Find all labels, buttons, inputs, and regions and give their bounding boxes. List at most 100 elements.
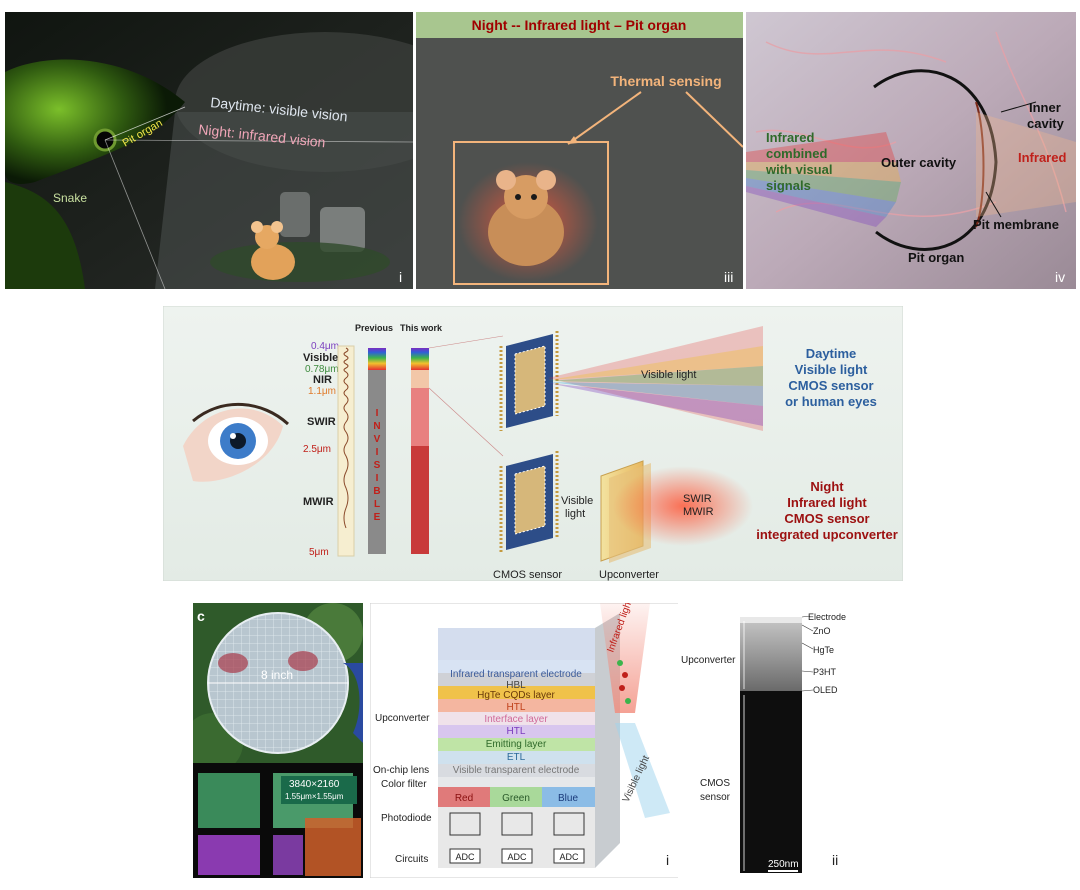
inner-cavity-line-2: cavity — [1027, 116, 1065, 131]
this-work-mwir-band — [411, 446, 429, 554]
panel-snake-vision: Daytime: visible vision Night: infrared … — [5, 12, 413, 289]
wavelength-5um: 5μm — [309, 547, 329, 558]
daytime-line-3: CMOS sensor — [788, 378, 873, 393]
color-filter-label: Color filter — [381, 779, 427, 790]
visible-light-small-1: Visible — [561, 495, 593, 507]
layer-hbl: HBL — [506, 680, 526, 691]
wavelength-0-4um: 0.4μm — [311, 341, 339, 352]
panel-thermal-sensing: Night -- Infrared light – Pit organ Ther… — [416, 12, 743, 289]
layer-etl: ETL — [507, 752, 526, 763]
snake-label: Snake — [53, 191, 87, 205]
daytime-line-4: or human eyes — [785, 394, 877, 409]
pit-cavity-outline — [873, 69, 998, 251]
swir-band-label: SWIR — [307, 416, 336, 428]
upconverter-label: Upconverter — [681, 655, 736, 666]
pit-membrane-label: Pit membrane — [973, 217, 1059, 232]
this-work-visible-band — [411, 348, 429, 370]
svg-text:I: I — [376, 473, 379, 484]
thermal-mouse — [488, 170, 564, 266]
adc-2 — [501, 848, 533, 864]
chip-tile-3 — [198, 835, 260, 875]
panel-wafer: 8 inch c 3840×2160 1.55μm×1.55μm — [193, 603, 363, 878]
infrared-combined-line-2: combined — [766, 146, 827, 161]
filter-blue — [542, 787, 595, 807]
layer-emitting: Emitting layer — [486, 739, 547, 750]
wavelength-1-1um: 1.1μm — [308, 386, 336, 397]
svg-text:V: V — [374, 434, 381, 445]
svg-text:E: E — [374, 512, 381, 523]
panel-device-stack: Infrared light Visible light Infrared tr… — [370, 603, 683, 878]
mwir-band-label: MWIR — [303, 496, 334, 508]
upconverter-label: Upconverter — [375, 713, 430, 724]
filter-red — [438, 787, 490, 807]
cmos-label-1: CMOS — [700, 778, 730, 789]
upconverter-label: Upconverter — [599, 569, 659, 581]
nir-band-label: NIR — [313, 374, 332, 386]
visible-beam — [615, 723, 670, 818]
photodiode-label: Photodiode — [381, 813, 432, 824]
glove — [343, 663, 363, 743]
p3ht-label: P3HT — [813, 667, 837, 677]
wavelength-0-78um: 0.78μm — [305, 364, 339, 375]
pit-organ-label: Pit organ — [908, 250, 964, 265]
panel-label-c: c — [197, 608, 205, 624]
chip-tile-1 — [198, 773, 260, 828]
night-line-1: Night — [810, 479, 844, 494]
svg-text:B: B — [373, 486, 380, 497]
swir-label: SWIR — [683, 493, 712, 505]
thermal-sensing-label: Thermal sensing — [610, 73, 721, 89]
thermal-arrow-right — [685, 91, 743, 148]
infrared-beam — [600, 603, 650, 713]
filter-red-label: Red — [455, 793, 473, 804]
this-work-nir-band — [411, 370, 429, 388]
panel-label-ii: ii — [832, 852, 838, 868]
night-line-4: integrated upconverter — [756, 527, 898, 542]
resolution-label: 3840×2160 — [289, 779, 340, 790]
adc-2-label: ADC — [507, 852, 527, 862]
daytime-line-2: Visible light — [795, 362, 868, 377]
mouse-illustration — [251, 221, 295, 280]
infrared-combined-line-3: with visual — [765, 162, 832, 177]
chip-tile-4 — [273, 835, 303, 875]
infrared-combined-line-1: Infrared — [766, 130, 814, 145]
thermal-arrow-left — [567, 91, 642, 145]
svg-text:S: S — [374, 460, 381, 471]
svg-text:L: L — [374, 499, 380, 510]
wafer-size-label: 8 inch — [261, 668, 293, 682]
wave-line — [343, 347, 349, 529]
invisible-letters: I N V I S I B L E — [373, 408, 380, 523]
visible-light-beam-label: Visible light — [641, 369, 696, 381]
tombstone-2 — [320, 207, 365, 252]
panel-title: Night -- Infrared light – Pit organ — [472, 17, 687, 33]
eye-illustration — [183, 402, 290, 482]
pit-membrane-curve — [975, 101, 985, 228]
hgte-label: HgTe — [813, 645, 834, 655]
wavelength-2-5um: 2.5μm — [303, 444, 331, 455]
adc-3 — [553, 848, 585, 864]
cmos-label-2: sensor — [700, 792, 731, 803]
tombstone-1 — [280, 192, 310, 237]
adc-1 — [449, 848, 481, 864]
infrared-combined-line-4: signals — [766, 178, 811, 193]
adc-1-label: ADC — [455, 852, 475, 862]
this-work-header: This work — [400, 323, 443, 333]
oled-label: OLED — [813, 685, 838, 695]
inner-cavity-line-1: Inner — [1029, 100, 1061, 115]
panel-cross-section: Electrode ZnO HgTe P3HT OLED Upconverter… — [678, 603, 848, 878]
previous-invisible-bar — [368, 370, 386, 554]
previous-header: Previous — [355, 323, 393, 333]
cmos-sensor-label: CMOS sensor — [493, 569, 562, 581]
outer-cavity-label: Outer cavity — [881, 155, 957, 170]
cmos-sensor-top — [499, 331, 559, 431]
layer-hgte: HgTe CQDs layer — [477, 690, 555, 701]
on-chip-lens-label: On-chip lens — [373, 765, 429, 776]
panel-label-i-bottom: i — [666, 852, 669, 868]
layer-interface: Interface layer — [484, 714, 548, 725]
this-work-swir-band — [411, 388, 429, 446]
sem-cmos — [740, 691, 802, 873]
title-bar — [416, 12, 743, 38]
cmos-sensor-bottom — [499, 451, 559, 554]
panel-label-i: i — [399, 269, 402, 285]
panel-label-iii: iii — [724, 269, 733, 285]
svg-text:I: I — [376, 447, 379, 458]
